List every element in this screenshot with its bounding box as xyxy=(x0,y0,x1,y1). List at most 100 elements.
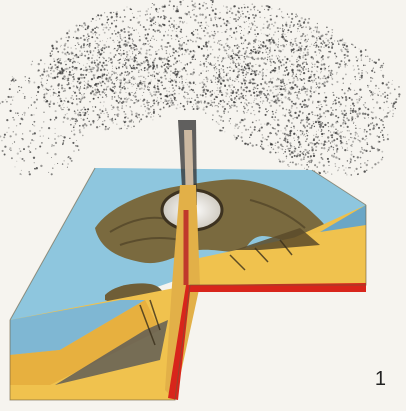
ash-particle xyxy=(253,43,254,44)
ash-particle xyxy=(43,94,45,96)
ash-particle xyxy=(335,103,337,105)
ash-particle xyxy=(124,124,125,125)
ash-particle xyxy=(83,35,85,37)
ash-particle xyxy=(167,42,169,44)
ash-particle xyxy=(332,124,334,126)
ash-particle xyxy=(132,51,133,52)
ash-particle xyxy=(352,141,354,143)
ash-particle xyxy=(259,47,261,49)
ash-particle xyxy=(317,119,318,120)
ash-particle xyxy=(339,40,341,42)
ash-particle xyxy=(192,34,194,36)
ash-particle xyxy=(240,136,242,138)
ash-particle xyxy=(55,67,57,69)
ash-particle xyxy=(155,91,157,93)
ash-particle xyxy=(51,173,53,175)
ash-particle xyxy=(97,89,99,91)
ash-particle xyxy=(132,86,133,87)
ash-particle xyxy=(331,47,332,48)
ash-particle xyxy=(193,69,194,70)
ash-particle xyxy=(45,88,47,90)
ash-particle xyxy=(130,82,131,83)
ash-particle xyxy=(60,135,61,136)
ash-particle xyxy=(182,81,183,82)
ash-particle xyxy=(124,60,125,61)
ash-particle xyxy=(110,12,112,14)
ash-particle xyxy=(338,43,339,44)
ash-particle xyxy=(83,94,84,95)
ash-particle xyxy=(54,138,56,140)
ash-particle xyxy=(382,65,383,66)
ash-particle xyxy=(114,20,115,21)
ash-particle xyxy=(241,119,243,121)
ash-particle xyxy=(22,118,24,120)
ash-particle xyxy=(61,85,63,87)
ash-particle xyxy=(306,130,308,132)
ash-particle xyxy=(373,107,374,108)
ash-particle xyxy=(122,66,124,68)
ash-particle xyxy=(47,152,49,154)
ash-particle xyxy=(240,102,242,104)
ash-particle xyxy=(257,58,259,60)
ash-particle xyxy=(254,29,256,31)
ash-particle xyxy=(106,96,107,97)
ash-particle xyxy=(193,104,194,105)
ash-particle xyxy=(285,34,286,35)
ash-particle xyxy=(304,54,306,56)
ash-particle xyxy=(369,151,371,153)
ash-particle xyxy=(126,56,127,57)
ash-particle xyxy=(111,120,113,122)
ash-particle xyxy=(22,114,23,115)
ash-particle xyxy=(100,69,102,71)
ash-particle xyxy=(336,133,338,135)
ash-particle xyxy=(184,54,185,55)
ash-particle xyxy=(184,21,185,22)
ash-particle xyxy=(193,14,195,16)
ash-particle xyxy=(204,65,205,66)
ash-particle xyxy=(148,102,149,103)
ash-particle xyxy=(231,105,233,107)
ash-particle xyxy=(114,48,115,49)
ash-particle xyxy=(339,135,341,137)
ash-particle xyxy=(251,71,252,72)
ash-particle xyxy=(320,125,322,127)
ash-particle xyxy=(269,132,271,134)
ash-particle xyxy=(269,56,270,57)
ash-particle xyxy=(372,78,374,80)
ash-particle xyxy=(110,58,112,60)
ash-particle xyxy=(322,78,323,79)
ash-particle xyxy=(252,3,254,5)
ash-particle xyxy=(238,8,240,10)
ash-particle xyxy=(153,65,155,67)
ash-particle xyxy=(245,39,247,41)
ash-particle xyxy=(221,44,223,46)
ash-particle xyxy=(332,113,334,115)
ash-particle xyxy=(247,63,249,65)
ash-particle xyxy=(321,143,323,145)
ash-particle xyxy=(345,172,347,174)
ash-particle xyxy=(36,108,37,109)
ash-particle xyxy=(304,19,306,21)
ash-particle xyxy=(164,75,166,77)
ash-particle xyxy=(124,16,125,17)
ash-particle xyxy=(308,113,310,115)
ash-particle xyxy=(219,90,221,92)
ash-particle xyxy=(392,106,394,108)
ash-particle xyxy=(77,81,79,83)
ash-particle xyxy=(54,61,55,62)
ash-particle xyxy=(352,103,354,105)
ash-particle xyxy=(362,113,364,115)
ash-particle xyxy=(150,93,152,95)
ash-particle xyxy=(130,110,131,111)
ash-particle xyxy=(147,64,149,66)
ash-particle xyxy=(319,172,321,174)
ash-particle xyxy=(44,100,45,101)
ash-particle xyxy=(106,65,107,66)
ash-particle xyxy=(119,32,120,33)
ash-particle xyxy=(308,98,310,100)
ash-particle xyxy=(67,79,69,81)
ash-particle xyxy=(76,95,78,97)
ash-particle xyxy=(335,144,337,146)
ash-particle xyxy=(24,97,26,99)
ash-particle xyxy=(259,119,261,121)
